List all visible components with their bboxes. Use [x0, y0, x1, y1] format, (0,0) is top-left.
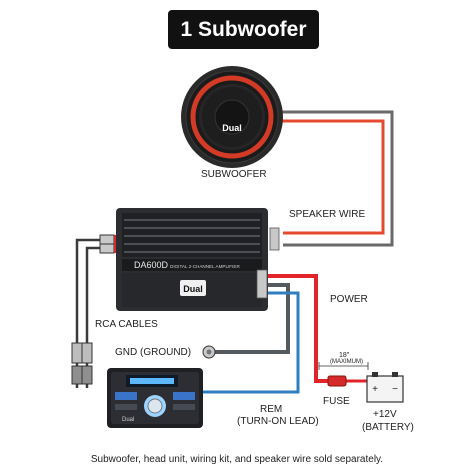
ground-wire	[213, 283, 290, 354]
power-wire	[265, 274, 368, 383]
amp-model: DA600D	[134, 260, 169, 270]
subwoofer-label: SUBWOOFER	[201, 169, 267, 180]
rca-cables	[71, 234, 120, 388]
subwoofer-logo: Dual	[222, 123, 242, 133]
speaker-wire-label: SPEAKER WIRE	[289, 209, 366, 220]
rem-wire	[200, 291, 300, 394]
power-label: POWER	[330, 294, 368, 305]
head-unit: Dual	[107, 368, 203, 428]
battery: + −	[366, 372, 404, 403]
battery-label: (BATTERY)	[362, 422, 414, 433]
length-marker	[318, 362, 369, 370]
page-title: 1 Subwoofer	[168, 10, 319, 49]
ground-label: GND (GROUND)	[115, 347, 192, 358]
length-label: 18"	[339, 352, 350, 359]
head-unit-logo: Dual	[122, 417, 134, 423]
footnote: Subwoofer, head unit, wiring kit, and sp…	[90, 454, 384, 465]
battery-voltage-label: +12V	[373, 409, 397, 420]
maximum-label: (MAXIMUM)	[330, 359, 363, 365]
fuse	[327, 375, 347, 387]
amp-description: DIGITAL 2-CHANNEL AMPLIFIER	[170, 264, 240, 269]
fuse-label: FUSE	[323, 396, 350, 407]
battery-minus: −	[392, 384, 398, 395]
amplifier: Dual DA600D DIGITAL 2-CHANNEL AMPLIFIER	[116, 208, 280, 311]
ground-terminal	[202, 345, 216, 359]
subwoofer: Dual	[181, 66, 283, 168]
amp-logo: Dual	[183, 284, 203, 294]
rem-label: REM	[260, 404, 283, 415]
turn-on-lead-label: (TURN-ON LEAD)	[237, 416, 319, 427]
rca-cables-label: RCA CABLES	[95, 319, 158, 330]
speaker-wire	[272, 110, 394, 247]
battery-plus: +	[372, 384, 378, 395]
